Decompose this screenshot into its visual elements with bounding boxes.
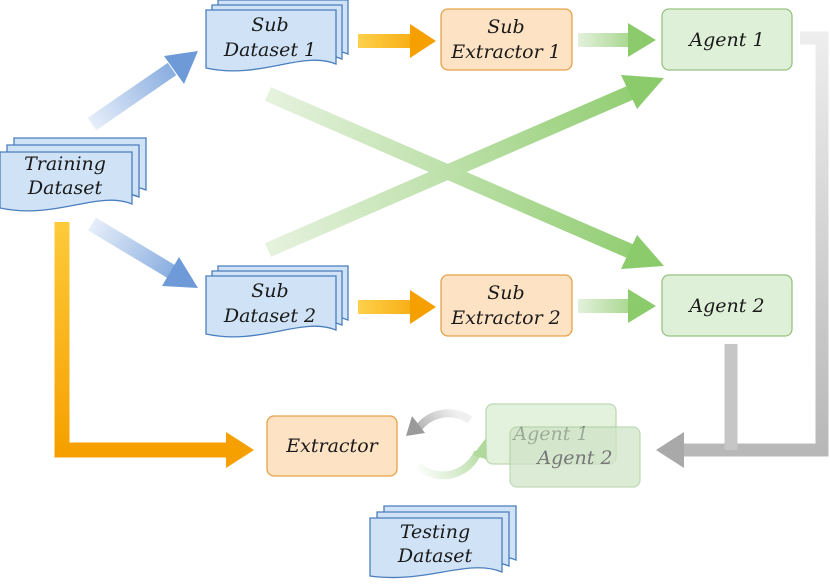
sub-extractor-1-label-line2: Extractor 1 xyxy=(450,41,561,63)
extractor-label: Extractor xyxy=(285,435,379,457)
testing-dataset-node: Testing Dataset xyxy=(369,505,517,579)
sub-extractor-2-label-line1: Sub xyxy=(487,282,524,304)
sub-dataset-2-label-line2: Dataset 2 xyxy=(223,305,316,327)
arrow-subdataset2-to-subextractor2 xyxy=(358,290,436,324)
cycle-icon xyxy=(406,409,488,480)
agent-2-label: Agent 2 xyxy=(687,295,764,317)
sub-dataset-1-node: Sub Dataset 1 xyxy=(205,0,349,72)
sub-extractor-1-node: Sub Extractor 1 xyxy=(440,8,573,71)
arrow-training-to-subdataset2 xyxy=(88,217,198,288)
sub-dataset-1-label-line1: Sub xyxy=(251,14,288,36)
sub-dataset-1-label-line2: Dataset 1 xyxy=(223,39,316,61)
agent-2-node: Agent 2 xyxy=(661,274,793,337)
testing-dataset-label-line1: Testing xyxy=(400,521,470,543)
extractor-node: Extractor xyxy=(266,415,398,477)
arrow-subextractor2-to-agent2 xyxy=(578,289,656,323)
arrow-training-to-extractor xyxy=(54,222,254,468)
training-dataset-label-line2: Dataset xyxy=(27,177,103,199)
testing-dataset-label-line2: Dataset xyxy=(397,545,473,567)
combined-agents-node: Agent 1 Agent 2 xyxy=(485,403,641,488)
sub-dataset-2-label-line1: Sub xyxy=(251,280,288,302)
sub-dataset-2-node: Sub Dataset 2 xyxy=(205,265,349,338)
training-dataset-node: Training Dataset xyxy=(0,137,147,212)
cross-arrow-dataset1-to-agent2 xyxy=(265,87,664,269)
agent-1-node: Agent 1 xyxy=(661,8,793,71)
arrow-training-to-subdataset1 xyxy=(87,51,198,131)
combined-agent-2-label: Agent 2 xyxy=(535,447,612,469)
arrow-agents-to-ensemble xyxy=(656,31,829,468)
cross-arrow-dataset2-to-agent1 xyxy=(265,75,664,257)
arrow-subextractor1-to-agent1 xyxy=(578,23,656,57)
sub-extractor-2-node: Sub Extractor 2 xyxy=(440,274,573,337)
arrow-subdataset1-to-subextractor1 xyxy=(358,24,436,58)
sub-extractor-1-label-line1: Sub xyxy=(487,16,524,38)
training-dataset-label-line1: Training xyxy=(24,153,106,175)
agent-1-label: Agent 1 xyxy=(687,29,764,51)
arrows xyxy=(54,23,829,480)
sub-extractor-2-label-line2: Extractor 2 xyxy=(450,307,561,329)
